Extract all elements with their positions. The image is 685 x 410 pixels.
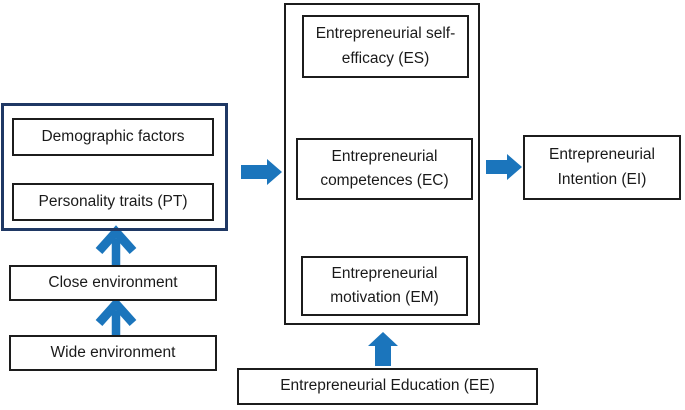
arrow-wide-to-close-icon: [95, 297, 137, 335]
entrepreneurial-education-box: Entrepreneurial Education (EE): [237, 368, 538, 405]
entrepreneurial-motivation-box: Entrepreneurial motivation (EM): [301, 256, 468, 316]
personality-traits-box: Personality traits (PT): [12, 183, 214, 221]
arrow-competences-to-intention-icon: [486, 154, 522, 180]
arrow-education-to-mediators-icon: [368, 332, 398, 366]
wide-environment-box: Wide environment: [9, 335, 217, 371]
entrepreneurial-competences-box: Entrepreneurial competences (EC): [296, 138, 473, 200]
arrow-close-to-personal-icon: [95, 225, 137, 265]
close-environment-box: Close environment: [9, 265, 217, 301]
entrepreneurial-intention-box: Entrepreneurial Intention (EI): [523, 135, 681, 200]
arrow-personal-to-competences-icon: [241, 159, 282, 185]
personal-factors-container: [1, 103, 228, 231]
entrepreneurial-self-efficacy-box: Entrepreneurial self-efficacy (ES): [302, 15, 469, 78]
demographic-factors-box: Demographic factors: [12, 118, 214, 156]
